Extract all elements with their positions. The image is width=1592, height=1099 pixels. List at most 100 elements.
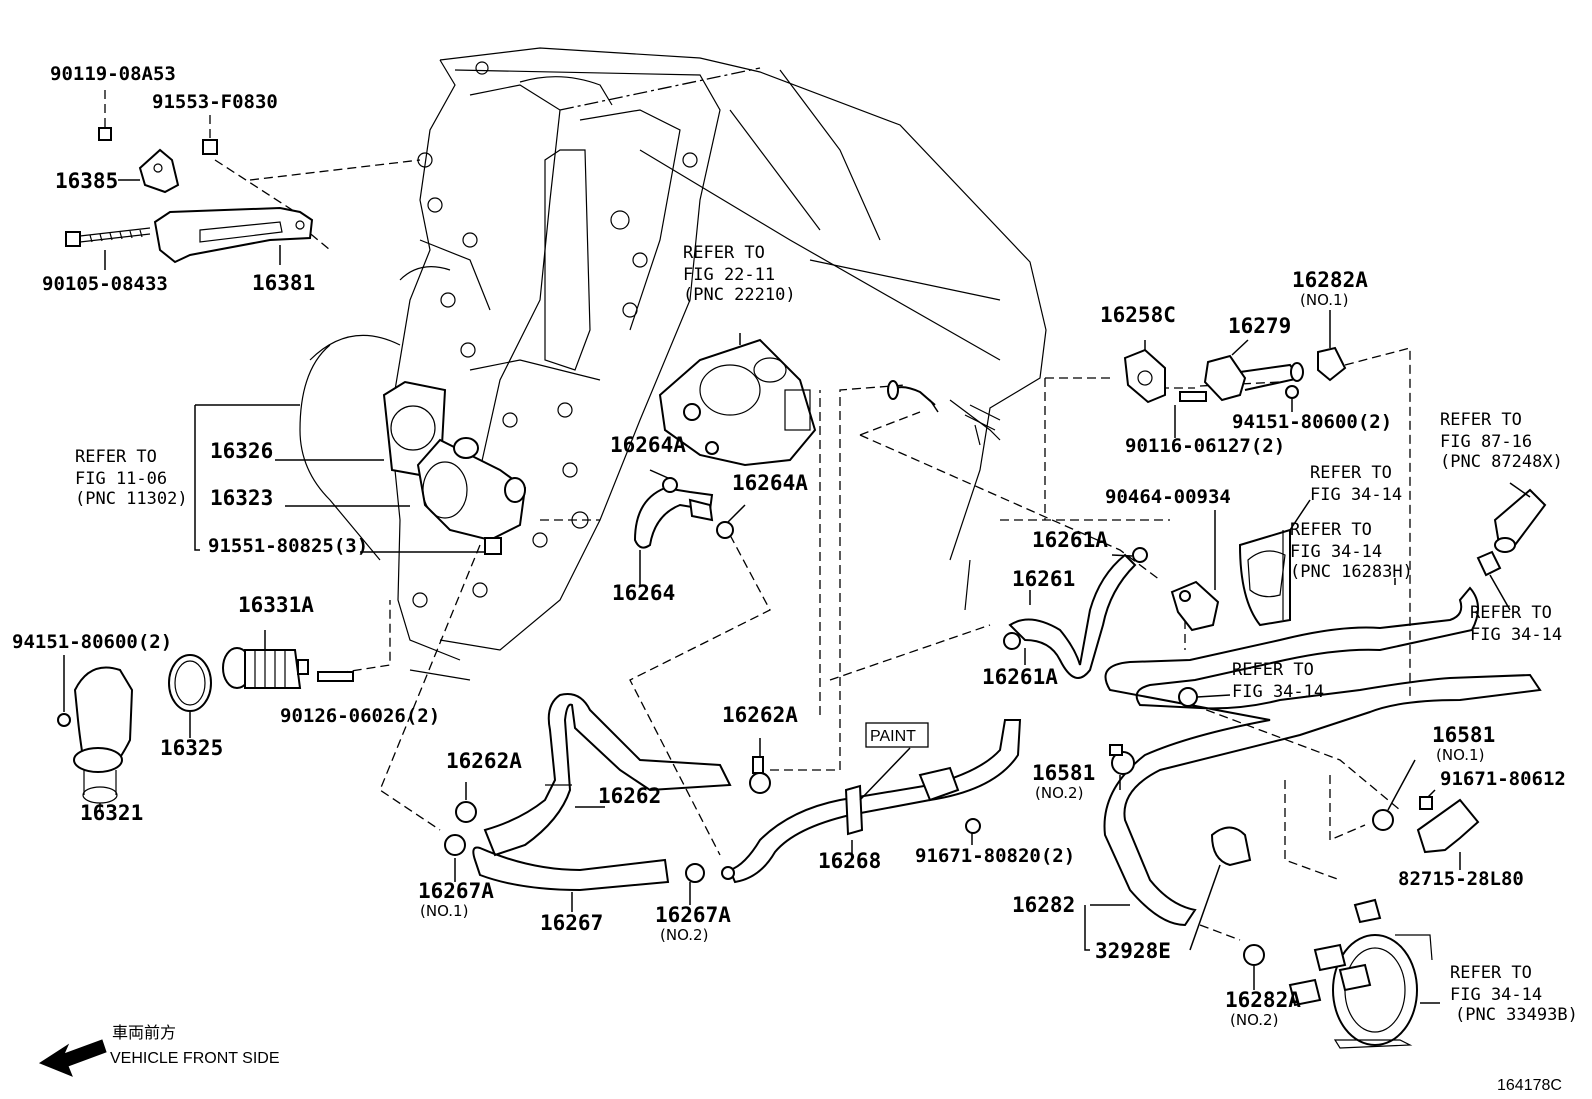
clamp-16267A-1: [444, 834, 466, 856]
label-91553-F0830: 91553-F0830: [152, 91, 278, 113]
label-16325: 16325: [160, 736, 223, 760]
hose-16264: [633, 486, 714, 549]
clamp-16267A-2: [685, 863, 705, 883]
inlet-elbow-16321: [73, 666, 134, 804]
bracket-16381: [153, 206, 314, 264]
label-16267A-1: 16267A: [418, 879, 494, 903]
hose-16261: [1008, 553, 1137, 679]
label-91671-80820: 91671-80820(2): [915, 845, 1075, 867]
bolt-90105: [65, 227, 151, 247]
ref-fig8716-line1: REFER TO: [1440, 410, 1522, 430]
label-91671-80612: 91671-80612: [1440, 768, 1566, 790]
label-90464-00934: 90464-00934: [1105, 486, 1231, 508]
bolt-90116: [1179, 391, 1207, 402]
bolt-91551: [484, 537, 502, 555]
engine-block-outline: [299, 47, 1047, 681]
pipe-16268: [721, 719, 1022, 884]
label-16261: 16261: [1012, 567, 1075, 591]
ref-fig1106-line3: (PNC 11302): [75, 489, 188, 509]
label-16267A-1-sub: (NO.1): [420, 902, 468, 920]
hose-16282: [1103, 586, 1542, 927]
label-16267A-2-sub: (NO.2): [660, 926, 708, 944]
bracket-82715: [1416, 798, 1480, 854]
ref-fig2211-line1: REFER TO: [683, 243, 765, 263]
bracket-90464: [1170, 580, 1220, 632]
ref-fig3414d-line2: FIG 34-14: [1232, 682, 1324, 702]
label-16581-2: 16581: [1032, 761, 1095, 785]
label-16581-1: 16581: [1432, 723, 1495, 747]
label-16321: 16321: [80, 801, 143, 825]
clamp-16262A-2: [455, 801, 477, 823]
label-90126-06026: 90126-06026(2): [280, 705, 440, 727]
fitting-top-center: [887, 380, 939, 413]
clamp-32928E: [1210, 826, 1252, 867]
clamp-16261A-1: [1132, 547, 1148, 563]
label-94151-80600-left: 94151-80600(2): [12, 631, 172, 653]
stud-90126: [317, 671, 354, 682]
pipe-16279: [1203, 354, 1304, 402]
ref-fig3414e-line3: (PNC 33493B): [1455, 1005, 1578, 1025]
clamp-16581-2: [1109, 744, 1135, 775]
label-16268: 16268: [818, 849, 881, 873]
label-16261A-1: 16261A: [1032, 528, 1108, 552]
clamp-16262A-1: [749, 756, 771, 794]
label-16267: 16267: [540, 911, 603, 935]
ref-fig3414c-line2: FIG 34-14: [1470, 625, 1562, 645]
leader-lines: [63, 179, 1531, 1004]
hose-16262: [483, 693, 732, 857]
nut-94151-right: [1285, 385, 1299, 399]
label-16264A-2: 16264A: [732, 471, 808, 495]
label-16385: 16385: [55, 169, 118, 193]
label-16282A-1-sub: (NO.1): [1300, 291, 1348, 309]
illustration-id: 164178C: [1497, 1077, 1562, 1094]
bolt-91553: [202, 139, 218, 155]
label-16264: 16264: [612, 581, 675, 605]
clip-fig3414: [1476, 550, 1502, 577]
ref-fig3414a-line2: FIG 34-14: [1310, 485, 1402, 505]
label-16282A-2: 16282A: [1225, 988, 1301, 1012]
clamp-16264A-2: [716, 521, 734, 539]
label-16267A-2: 16267A: [655, 903, 731, 927]
label-16262A-2: 16262A: [446, 749, 522, 773]
label-16258C: 16258C: [1100, 303, 1176, 327]
oil-cooler-33493B: [1288, 898, 1433, 1049]
label-16279: 16279: [1228, 314, 1291, 338]
paint-label: PAINT: [870, 728, 916, 745]
label-94151-80600-right: 94151-80600(2): [1232, 411, 1392, 433]
bolt-91671-80612: [1419, 796, 1433, 810]
ref-fig3414b-line1: REFER TO: [1290, 520, 1372, 540]
label-16581-1-sub: (NO.1): [1436, 746, 1484, 764]
label-16282: 16282: [1012, 893, 1075, 917]
hose-16267: [472, 846, 670, 892]
ref-fig8716-line2: FIG 87-16: [1440, 432, 1532, 452]
ref-fig8716-line3: (PNC 87248X): [1440, 452, 1563, 472]
clamp-16264A-1: [662, 477, 678, 493]
label-16262: 16262: [598, 784, 661, 808]
ref-fig3414a-line1: REFER TO: [1310, 463, 1392, 483]
front-label-en: VEHICLE FRONT SIDE: [110, 1050, 280, 1067]
label-16331A: 16331A: [238, 593, 314, 617]
ref-fig3414b-line2: FIG 34-14: [1290, 542, 1382, 562]
label-16381: 16381: [252, 271, 315, 295]
label-82715-28L80: 82715-28L80: [1398, 868, 1524, 890]
gasket-16258C: [1123, 348, 1166, 404]
ref-fig2211-line2: FIG 22-11: [683, 265, 775, 285]
ref-fig2211-line3: (PNC 22210): [683, 285, 796, 305]
thermostat-16331A: [222, 647, 309, 689]
label-16282A-1: 16282A: [1292, 268, 1368, 292]
paint-box: [859, 722, 929, 801]
engine-mark: [964, 404, 1001, 446]
label-90116-06127: 90116-06127(2): [1125, 435, 1285, 457]
gasket-16325: [168, 654, 212, 712]
label-90119-08A53: 90119-08A53: [50, 63, 176, 85]
connector-87248X: [1493, 488, 1547, 553]
clamp-near-fig3414: [1178, 687, 1198, 707]
bolt-90119: [98, 127, 112, 141]
label-16326: 16326: [210, 439, 273, 463]
ref-fig3414e-line2: FIG 34-14: [1450, 985, 1542, 1005]
ref-fig1106-line2: FIG 11-06: [75, 469, 167, 489]
plate-16385: [138, 148, 180, 194]
ref-fig3414e-line1: REFER TO: [1450, 963, 1532, 983]
cover-16283H: [1238, 528, 1291, 627]
labels: 90119-08A53 91553-F0830 16385 90105-0843…: [12, 63, 1578, 1094]
